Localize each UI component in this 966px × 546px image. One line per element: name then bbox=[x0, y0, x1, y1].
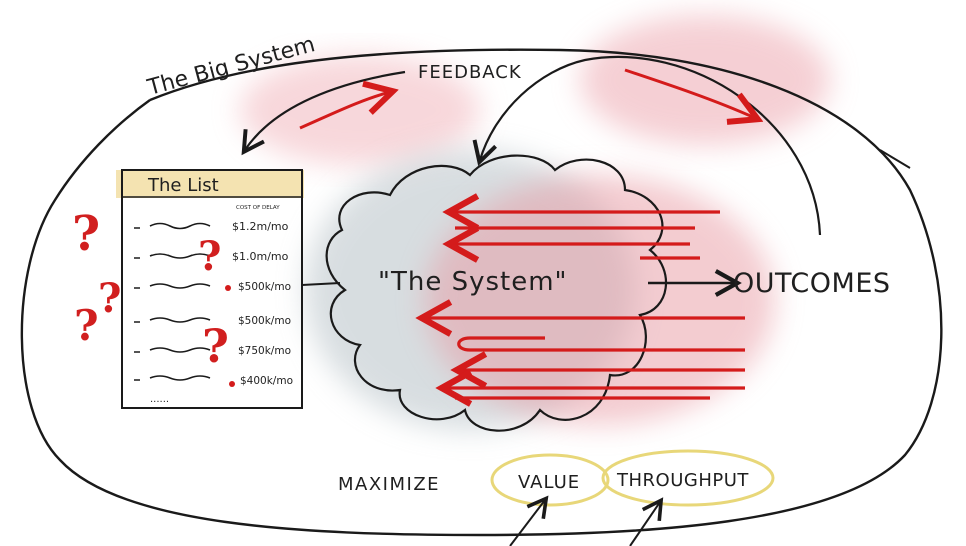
red-flow-arrow bbox=[452, 228, 695, 244]
red-dot bbox=[225, 285, 231, 291]
list-header-bg bbox=[116, 170, 304, 198]
red-dot bbox=[229, 381, 235, 387]
throughput-circle bbox=[601, 449, 775, 507]
squiggle-line bbox=[149, 347, 211, 353]
squiggle-line bbox=[149, 222, 211, 230]
list-row: $750k/mo bbox=[134, 345, 291, 357]
list-row: $400k/mo bbox=[134, 375, 293, 387]
outer-tick bbox=[879, 149, 911, 169]
feedback-loop-from-outcomes bbox=[472, 55, 822, 236]
value-label: VALUE bbox=[518, 472, 580, 493]
red-flow-arrow bbox=[457, 336, 745, 352]
pink-wash-topright bbox=[580, 15, 830, 145]
red-feedback-arrow-left bbox=[299, 92, 390, 130]
red-feedback-arrow-right bbox=[624, 68, 755, 118]
pink-wash-feedback bbox=[240, 55, 480, 165]
list-title: The List bbox=[147, 175, 219, 196]
throughput-pointer-arrow bbox=[629, 497, 664, 546]
feedback-arrow-to-list bbox=[241, 70, 406, 156]
the-list-card: The List COST OF DELAY $1.2m/mo $1.0m/mo… bbox=[116, 169, 304, 409]
system-label: "The System" bbox=[378, 267, 568, 297]
list-row: $500k/mo bbox=[134, 281, 291, 293]
throughput-label: THROUGHPUT bbox=[616, 470, 749, 491]
maximize-label: MAXIMIZE bbox=[338, 474, 440, 495]
question-mark: ? bbox=[72, 206, 100, 262]
value-pointer-arrow bbox=[509, 495, 549, 546]
squiggle-line bbox=[149, 375, 211, 381]
list-item-value: $500k/mo bbox=[238, 315, 291, 327]
question-mark: ? bbox=[202, 319, 229, 373]
squiggle-line bbox=[149, 283, 211, 289]
pink-wash-cloud bbox=[425, 175, 775, 425]
list-item-value: $400k/mo bbox=[240, 375, 293, 387]
squiggle-line bbox=[149, 253, 211, 259]
list-ellipsis: ...... bbox=[150, 394, 169, 405]
squiggle-line bbox=[149, 317, 211, 323]
question-mark: ? bbox=[74, 301, 99, 350]
red-flow-arrows bbox=[425, 212, 745, 398]
list-to-system-connector bbox=[301, 282, 341, 286]
outcomes-label: OUTCOMES bbox=[733, 268, 891, 299]
list-item-value: $500k/mo bbox=[238, 281, 291, 293]
list-item-value: $1.0m/mo bbox=[232, 250, 289, 263]
list-row: $500k/mo bbox=[134, 315, 291, 327]
list-frame bbox=[121, 169, 303, 409]
value-circle bbox=[490, 453, 610, 507]
list-row: $1.2m/mo bbox=[134, 220, 289, 233]
question-mark: ? bbox=[98, 275, 121, 322]
list-row: $1.0m/mo bbox=[134, 250, 289, 263]
list-column-header: COST OF DELAY bbox=[236, 205, 280, 211]
red-question-marks: ? ? ? ? ? bbox=[72, 206, 235, 387]
big-system-loop bbox=[20, 48, 943, 537]
feedback-label: FEEDBACK bbox=[418, 62, 522, 83]
list-item-value: $750k/mo bbox=[238, 345, 291, 357]
list-item-value: $1.2m/mo bbox=[232, 220, 289, 233]
watercolor-washes bbox=[240, 15, 830, 430]
question-mark: ? bbox=[198, 233, 221, 280]
